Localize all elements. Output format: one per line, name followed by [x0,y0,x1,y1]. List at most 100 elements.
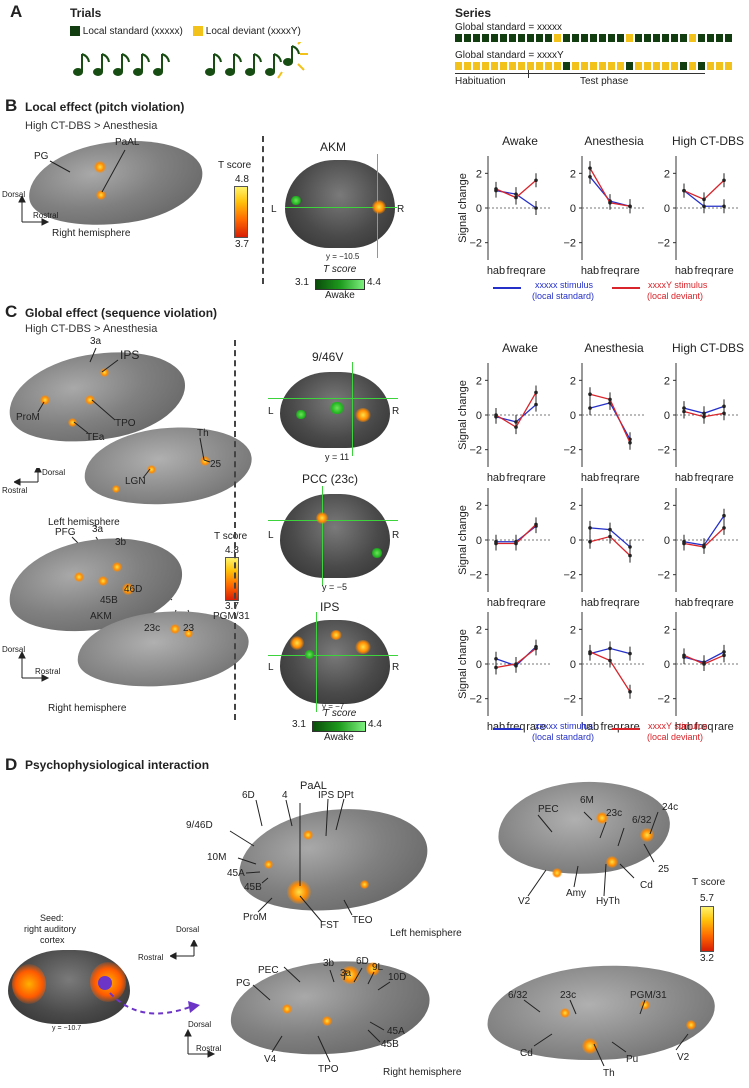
label-3b: 3b [323,958,335,969]
activation-spot [560,1008,570,1018]
y-tick-label: 2 [570,624,576,636]
panel-d-title: Psychophysiological interaction [25,758,210,772]
label-fst: FST [320,920,339,931]
timeline-tick [528,70,529,78]
standard-square [680,62,687,70]
activation-spot [322,1016,332,1026]
plot-title: Awake [502,134,538,148]
data-point [514,425,518,429]
panel-d-label: D [5,755,18,774]
data-point [608,534,612,539]
y-tick-label: 2 [664,500,670,512]
standard-square [725,34,732,42]
x-tick-label: freq [601,472,620,484]
activation-spot [686,1020,696,1030]
label-23c-right: 23c [560,990,577,1001]
legend-red-text2: (local deviant) [647,732,704,742]
x-tick-label: rare [714,265,734,277]
standard-square [707,34,714,42]
deviant-square [725,62,732,70]
x-tick-label: rare [714,597,734,609]
dorsal-label: Dorsal [2,645,26,654]
data-point [588,392,592,397]
label-tpo: TPO [318,1064,339,1075]
data-point [702,545,706,549]
legend-blue-text2: (local standard) [532,732,595,742]
standard-square [698,34,705,42]
tscore-max: 4.8 [225,545,239,556]
label-paal: PaAL [115,137,140,148]
standard-square [518,34,525,42]
local-standard-text: Local standard (xxxxx) [82,26,183,37]
activation-spot [552,868,562,878]
data-point [628,440,632,445]
data-point [514,539,518,544]
label-tea: TEa [86,432,105,443]
deviant-square [671,62,678,70]
deviant-square [716,62,723,70]
right-hemisphere-label: Right hemisphere [52,228,131,239]
series-line-standard [589,402,631,440]
deviant-square [707,62,714,70]
dorsal-label: Dorsal [176,925,200,934]
note-icon [265,53,282,76]
pd-left-hemisphere-label: Left hemisphere [390,928,462,939]
trials-title: Trials [70,6,102,20]
deviant-square [617,62,624,70]
y-tick-label: 2 [476,500,482,512]
panel-a-label: A [10,2,23,21]
legend-red-text1: xxxxY stimulus [648,721,708,731]
data-point [702,197,706,202]
seed-label-1: Seed: [40,913,64,923]
series-line-deviant [683,654,725,665]
data-point [588,406,592,410]
data-point [702,543,706,547]
data-point [682,653,686,658]
label-prom: ProM [16,412,40,423]
note-icon [93,53,110,76]
data-point [588,166,592,170]
data-point [702,414,706,419]
slice-left-marker: L [268,662,274,673]
pd-tscore-max: 5.7 [700,893,714,904]
legend-blue-text1: xxxxx stimulus [535,280,594,290]
label-24c: 24c [662,802,679,813]
x-tick-label: rare [526,597,546,609]
x-tick-label: hab [581,472,599,484]
data-point [682,188,686,193]
x-tick-label: freq [695,597,714,609]
y-axis-label: Signal change [457,380,469,450]
activation-spot [85,395,95,405]
slice-title-akm: AKM [320,140,347,154]
activation-spot [147,465,156,474]
x-tick-label: hab [675,472,693,484]
standard-square [572,34,579,42]
note-icon [113,53,130,76]
series-line-standard [496,525,537,543]
x-tick-label: freq [601,265,620,277]
legend-blue-text2: (local standard) [532,291,595,301]
y-tick-label: 0 [570,535,576,547]
deviant-square [662,62,669,70]
series-line-standard [683,190,724,207]
y-tick-label: 0 [664,659,670,671]
x-tick-label: freq [601,721,620,733]
y-tick-label: −2 [563,238,576,250]
data-point [628,204,632,209]
deviant-square [464,62,471,70]
label-6d-right: 6D [356,956,369,967]
label-3a: 3a [340,968,352,979]
data-point [514,541,518,546]
dorsal-label: Dorsal [42,468,66,477]
data-point [494,539,498,544]
label-6d: 6D [242,790,255,801]
x-tick-label: hab [487,721,505,733]
notes-illustration [73,42,308,79]
label-25: 25 [658,864,670,875]
y-tick-label: −2 [469,445,482,457]
data-point [534,522,538,527]
rostral-label: Rostral [2,486,28,495]
crosshair-v [352,362,353,456]
y-tick-label: 2 [570,168,576,180]
data-point [628,437,632,442]
